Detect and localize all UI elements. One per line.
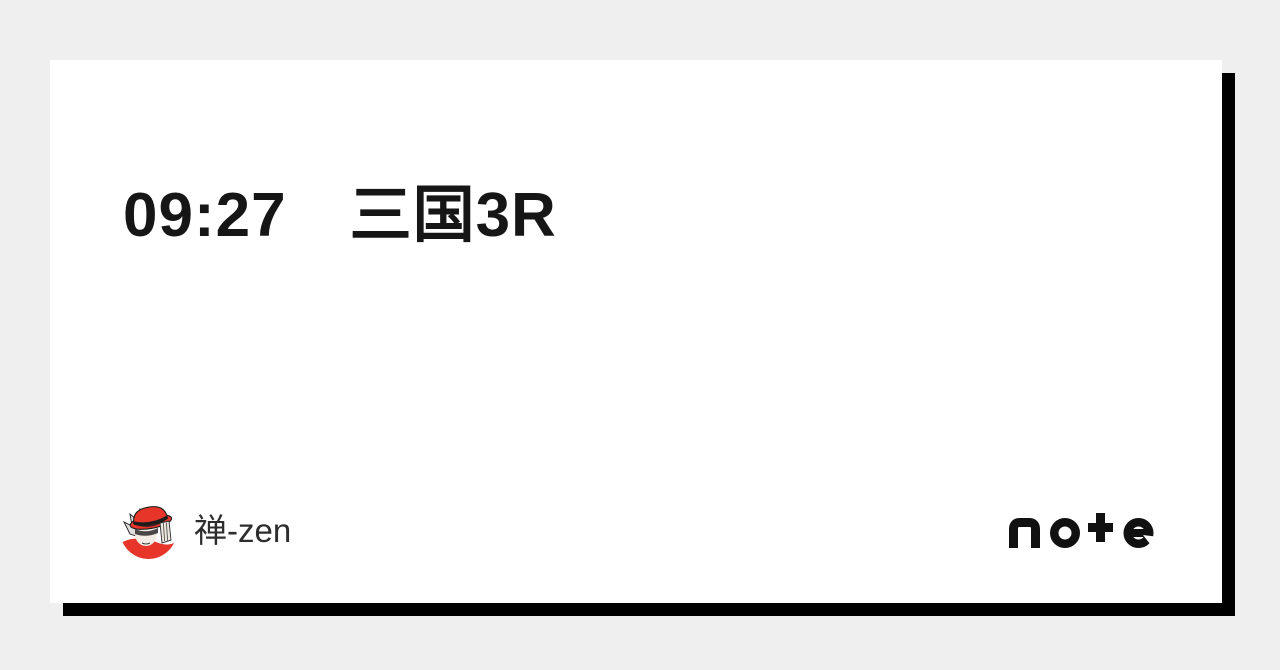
note-share-card: 09:27 三国3R — [50, 60, 1222, 603]
author-name: 禅-zen — [194, 512, 292, 549]
note-logo — [1009, 512, 1159, 549]
card-footer: 禅-zen — [120, 502, 1159, 559]
author-avatar-icon — [120, 502, 177, 559]
post-title: 09:27 三国3R — [123, 181, 557, 250]
author: 禅-zen — [120, 502, 291, 559]
